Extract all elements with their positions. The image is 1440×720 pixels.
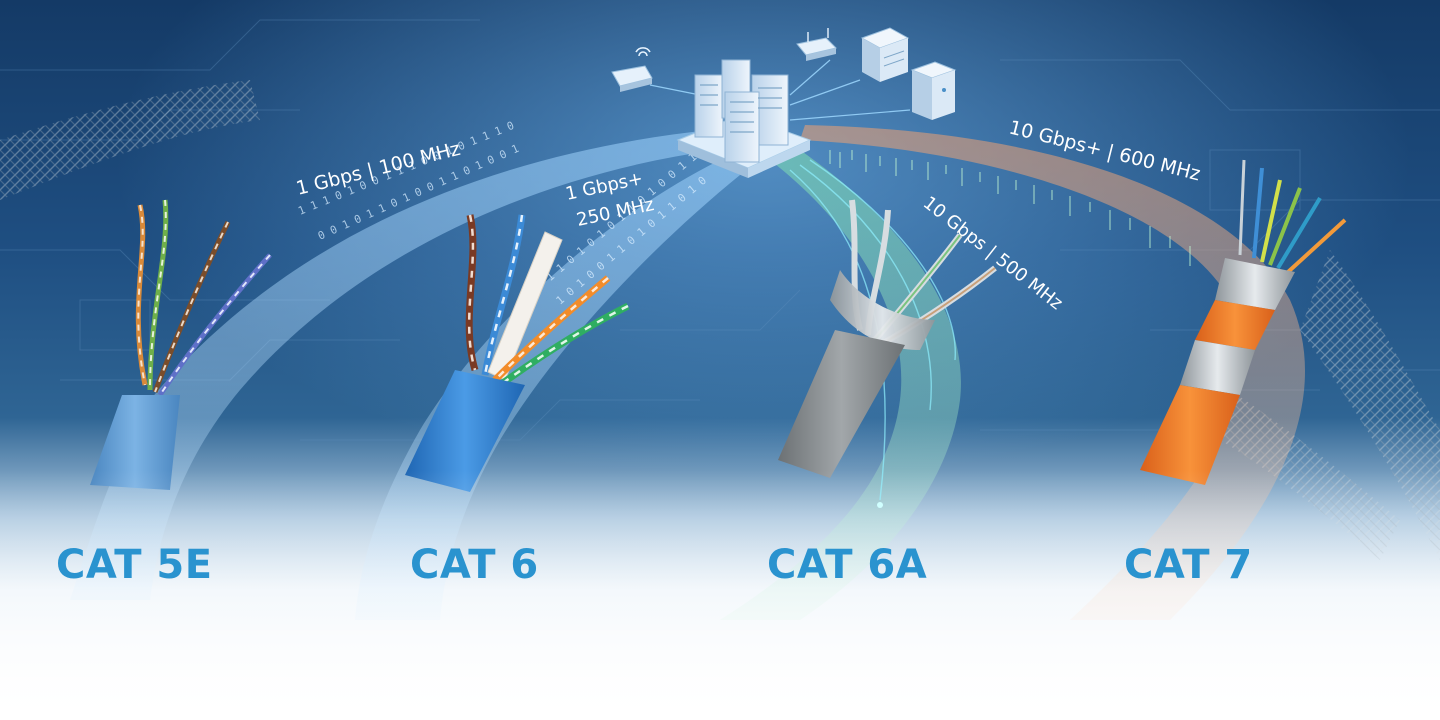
cat7-cable: [1140, 159, 1347, 485]
server-cluster-icon: [676, 59, 812, 178]
wifi-router-icon: [611, 47, 653, 92]
cat5e-label: CAT 5E: [56, 542, 213, 588]
cat7-label: CAT 7: [1124, 542, 1253, 588]
network-switch-icon: [796, 28, 837, 61]
desktop-tower-icon: [910, 61, 957, 120]
bottom-fade: [0, 470, 1440, 720]
light-trails: [789, 159, 956, 501]
cat6-cable: [405, 214, 630, 492]
cat5e-cable: [90, 199, 272, 490]
cat6a-label: CAT 6A: [767, 542, 928, 588]
signal-bars: [829, 150, 1191, 266]
network-devices: [649, 59, 911, 121]
cat6a-cable: [778, 199, 997, 478]
braided-sleeve-left: [0, 80, 260, 200]
server-tower-icon: [860, 27, 910, 82]
cat6-label: CAT 6: [410, 542, 539, 588]
